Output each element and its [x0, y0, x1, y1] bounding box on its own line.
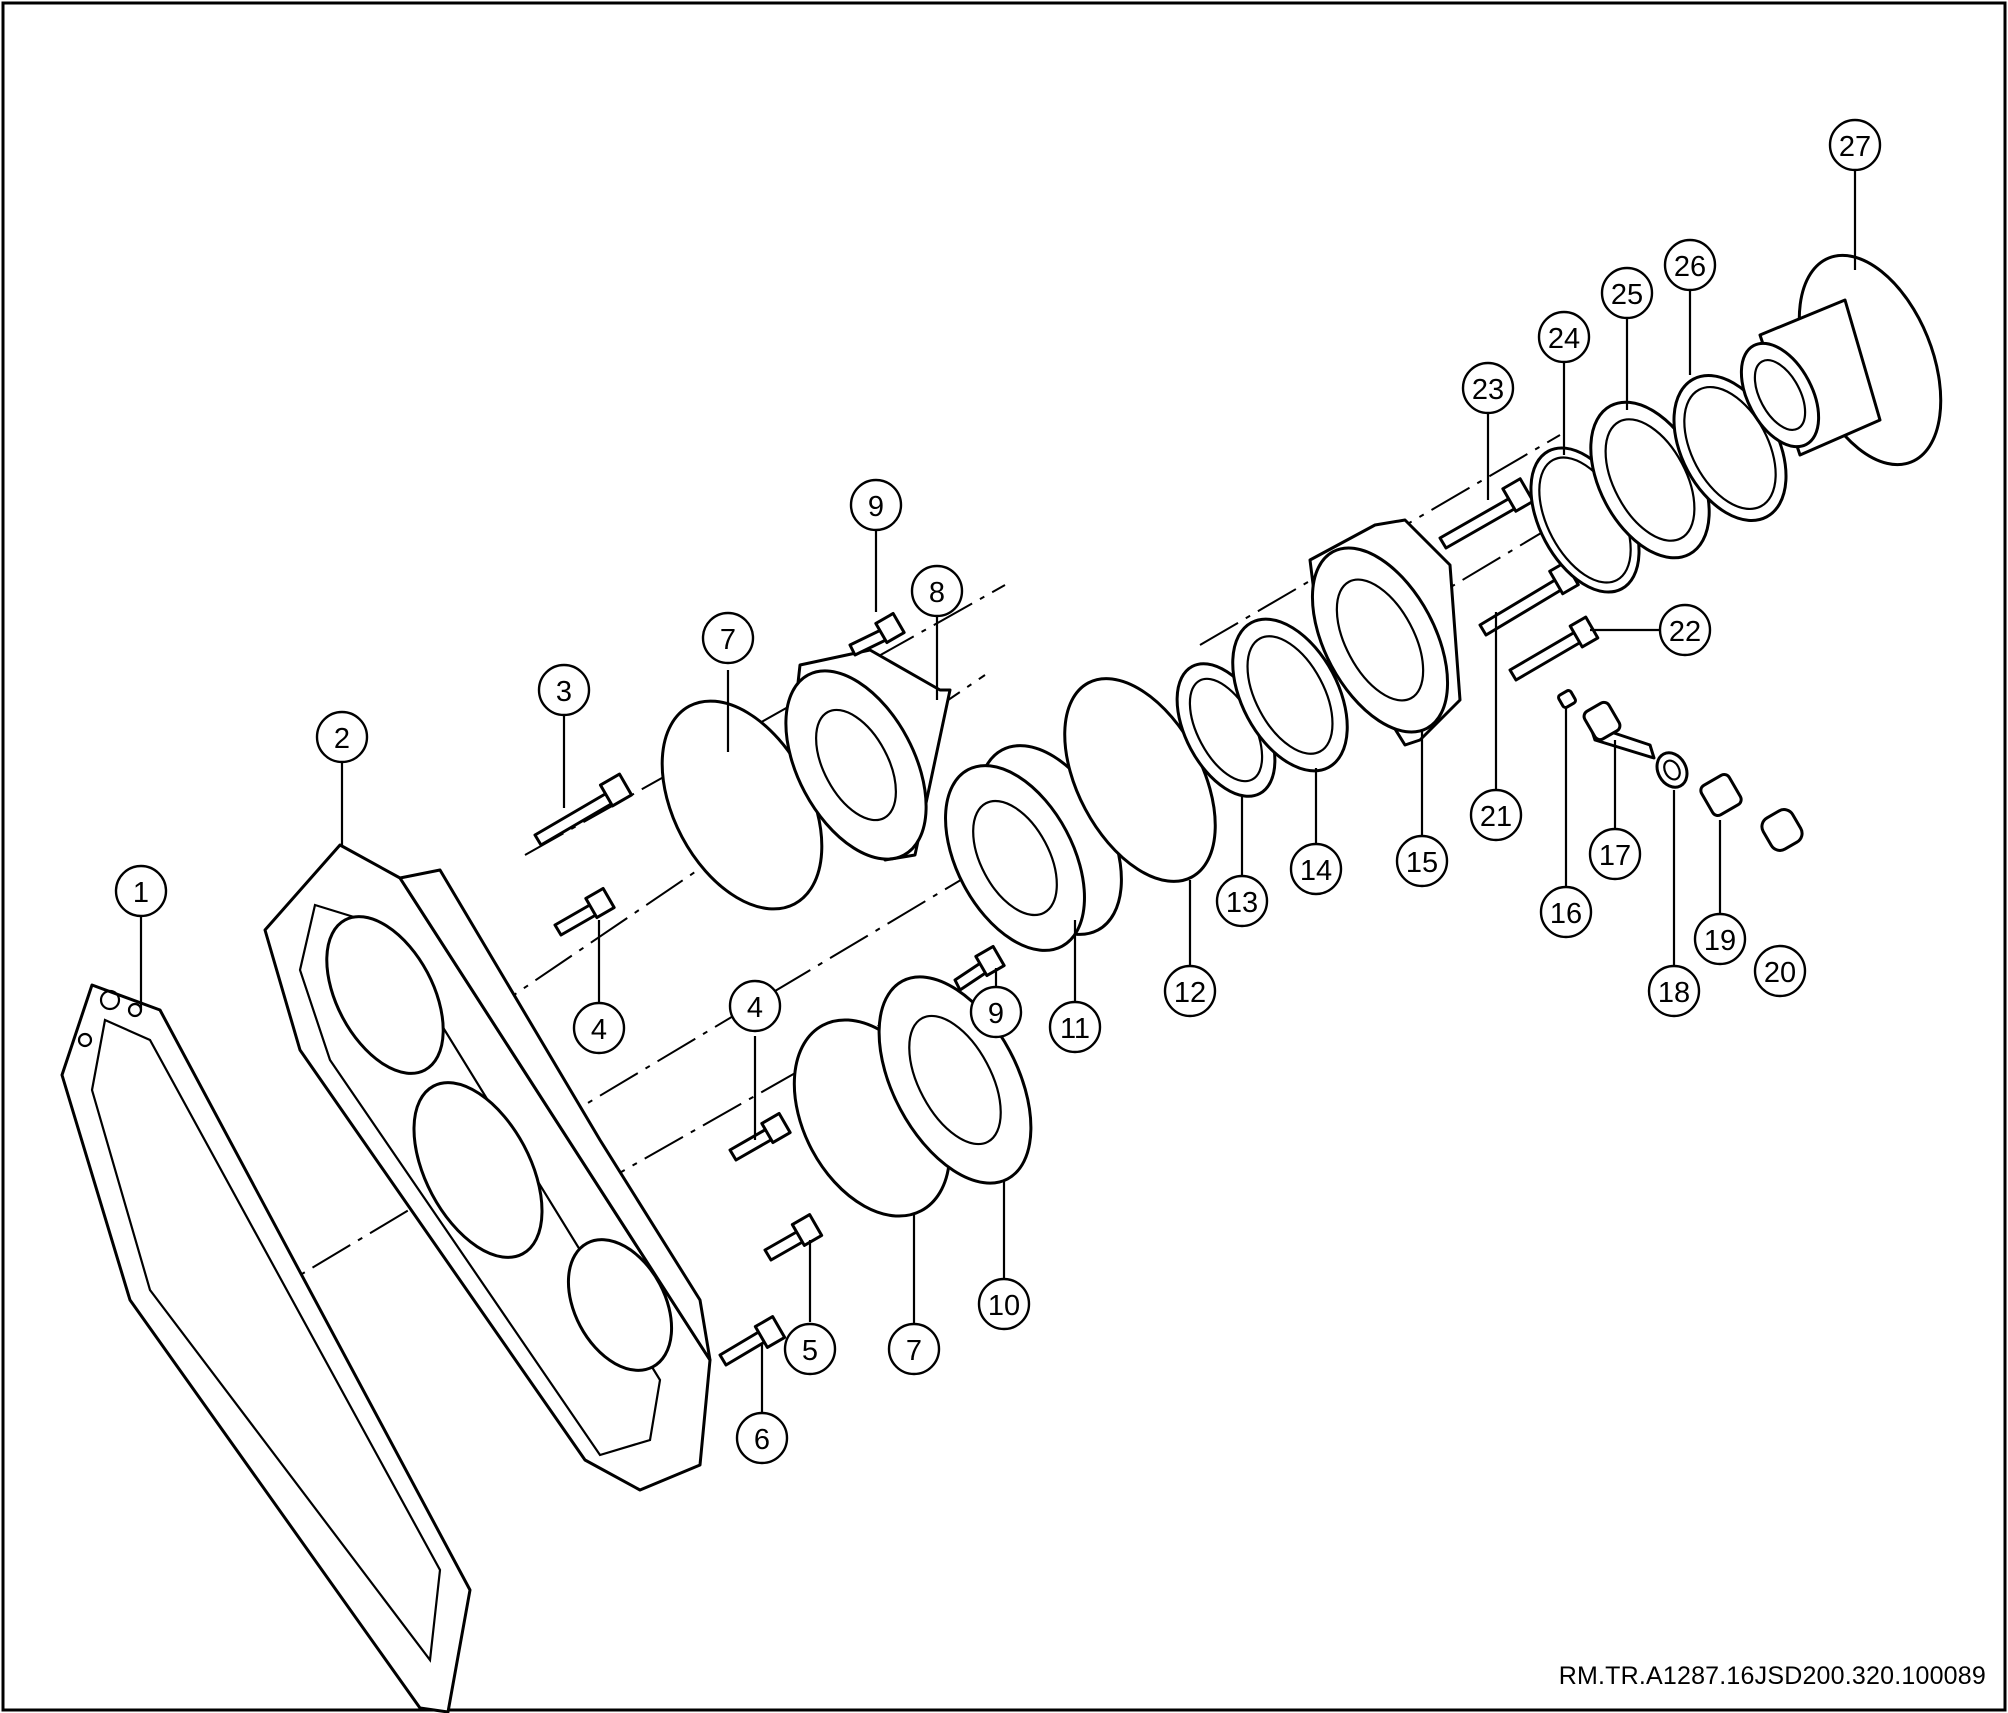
callout-19: 19	[1693, 912, 1747, 966]
callout-9-lower: 9	[969, 985, 1023, 1039]
callout-12: 12	[1163, 964, 1217, 1018]
callout-7-lower: 7	[887, 1322, 941, 1376]
callout-4-lower: 4	[728, 979, 782, 1033]
svg-text:9: 9	[868, 491, 884, 523]
shaft-part-17	[1582, 700, 1656, 760]
callout-17: 17	[1588, 827, 1642, 881]
svg-text:7: 7	[720, 624, 736, 656]
svg-text:22: 22	[1669, 616, 1701, 648]
bolt-part-4-lower	[728, 1111, 792, 1162]
svg-text:24: 24	[1548, 323, 1580, 355]
case-housing-part-2	[263, 843, 712, 1492]
svg-text:21: 21	[1480, 801, 1512, 833]
bolt-part-21	[1478, 560, 1580, 637]
svg-text:23: 23	[1472, 374, 1504, 406]
cap-part-20	[1760, 808, 1804, 852]
cover-part-8	[784, 648, 952, 862]
svg-text:2: 2	[334, 723, 350, 755]
svg-text:1: 1	[133, 877, 149, 909]
bolt-part-5	[763, 1213, 824, 1262]
svg-text:13: 13	[1226, 887, 1258, 919]
callout-11: 11	[1048, 1000, 1102, 1054]
callout-21: 21	[1469, 788, 1523, 842]
svg-text:27: 27	[1839, 131, 1871, 163]
svg-text:10: 10	[988, 1290, 1020, 1322]
svg-text:19: 19	[1704, 925, 1736, 957]
svg-text:18: 18	[1658, 977, 1690, 1009]
callout-8: 8	[910, 564, 964, 618]
svg-text:4: 4	[747, 992, 763, 1024]
svg-text:8: 8	[929, 577, 945, 609]
svg-text:17: 17	[1599, 840, 1631, 872]
callout-18: 18	[1647, 964, 1701, 1018]
callout-13: 13	[1215, 874, 1269, 928]
callout-24: 24	[1537, 310, 1591, 364]
svg-text:3: 3	[556, 676, 572, 708]
svg-text:20: 20	[1764, 957, 1796, 989]
callout-25: 25	[1600, 266, 1654, 320]
callout-5: 5	[783, 1322, 837, 1376]
callout-14: 14	[1289, 842, 1343, 896]
bolt-part-6	[718, 1315, 787, 1367]
callout-10: 10	[977, 1277, 1031, 1331]
bolt-part-3	[533, 772, 634, 847]
plug-part-19	[1699, 772, 1743, 818]
svg-text:15: 15	[1406, 847, 1438, 879]
callout-9-upper: 9	[849, 478, 903, 532]
pin-part-16	[1557, 689, 1577, 709]
gasket-part-1	[60, 983, 472, 1713]
svg-text:9: 9	[988, 998, 1004, 1030]
svg-text:26: 26	[1674, 251, 1706, 283]
callout-3: 3	[537, 663, 591, 717]
svg-text:4: 4	[591, 1014, 607, 1046]
callout-23: 23	[1461, 361, 1515, 415]
svg-text:6: 6	[754, 1424, 770, 1456]
svg-text:14: 14	[1300, 855, 1332, 887]
callout-6: 6	[735, 1411, 789, 1465]
leader-lines	[139, 170, 1857, 1412]
svg-text:5: 5	[802, 1335, 818, 1367]
bolt-part-23	[1438, 477, 1535, 550]
callout-2: 2	[315, 710, 369, 764]
bolt-part-22	[1508, 615, 1600, 682]
svg-text:16: 16	[1550, 898, 1582, 930]
svg-text:12: 12	[1174, 977, 1206, 1009]
callout-15: 15	[1395, 834, 1449, 888]
callout-1: 1	[114, 864, 168, 918]
svg-text:25: 25	[1611, 279, 1643, 311]
svg-text:7: 7	[906, 1335, 922, 1367]
rear-housing-part-15	[1308, 518, 1462, 747]
bolt-part-9-upper	[848, 611, 906, 657]
figure-reference-code: RM.TR.A1287.16JSD200.320.100089	[1558, 1662, 1986, 1690]
callout-20: 20	[1753, 944, 1807, 998]
callout-26: 26	[1663, 238, 1717, 292]
callout-4-upper: 4	[572, 1001, 626, 1055]
svg-text:11: 11	[1060, 1013, 1090, 1045]
o-ring-part-18	[1655, 751, 1689, 789]
callout-27: 27	[1828, 118, 1882, 172]
callout-16: 16	[1539, 885, 1593, 939]
flange-part-27	[1739, 253, 1943, 467]
callout-22: 22	[1658, 603, 1712, 657]
bolt-part-4-upper	[553, 886, 616, 937]
callout-7-upper: 7	[701, 611, 755, 665]
race-part-14	[1231, 617, 1349, 773]
